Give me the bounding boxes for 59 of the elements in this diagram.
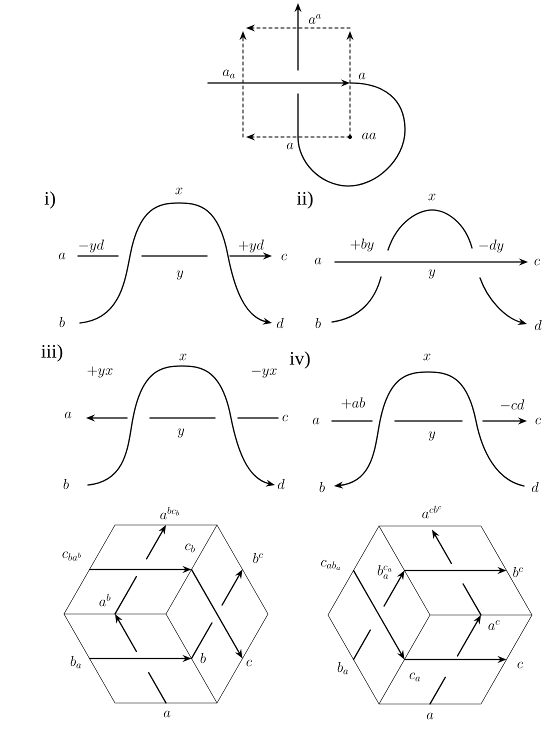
strand-label: $y$ <box>176 270 184 280</box>
panel-number: ii) <box>296 191 313 209</box>
panel-number: iii) <box>41 344 62 362</box>
strand-label: $-yx$ <box>252 368 277 378</box>
strand-label: $b^c$ <box>253 553 263 564</box>
strand-label: $a$ <box>164 710 170 718</box>
strand-label: $a$ <box>312 418 320 424</box>
strand-label: $a_a$ <box>222 70 235 78</box>
strand-label: $y$ <box>428 431 436 441</box>
strand-label: $b_a^{c_a}$ <box>378 565 392 579</box>
panel-number: iv) <box>290 351 310 369</box>
strand-label: $c$ <box>534 258 540 266</box>
strand-label: $b_a$ <box>70 656 82 668</box>
strand-label: $d$ <box>278 479 285 490</box>
strand-label: $y$ <box>178 428 184 438</box>
strand-label: $a$ <box>58 252 66 260</box>
strand-label: $y$ <box>428 269 436 279</box>
strand-label: $c$ <box>536 418 541 424</box>
strand-label: $c$ <box>518 662 523 668</box>
strand-label: $a$ <box>426 712 434 720</box>
strand-label: $+by$ <box>350 238 374 252</box>
strand-label: $x$ <box>179 354 186 360</box>
strand-label: $a$ <box>358 72 366 80</box>
strand-label: $a$ <box>314 258 322 264</box>
strand-label: $b$ <box>64 479 69 490</box>
strand-label: $c_{ab_a}$ <box>321 560 340 570</box>
strand-label: $+yd$ <box>238 240 264 253</box>
strand-label: $c$ <box>282 414 288 422</box>
strand-label: $c_a$ <box>410 672 420 682</box>
strand-label: $a$ <box>286 142 294 150</box>
strand-label: $-yd$ <box>79 240 104 253</box>
strand-label: $d$ <box>532 482 539 492</box>
strand-label: $b^c$ <box>513 567 523 578</box>
strand-label: $+ab$ <box>342 397 365 409</box>
strand-label: $a^{cb^c}$ <box>422 506 442 518</box>
strand-label: $b_a$ <box>338 662 348 674</box>
strand-label: $b$ <box>200 653 206 664</box>
strand-label: $c_{ba^b}$ <box>62 551 81 561</box>
strand-label: $aa$ <box>362 132 376 140</box>
strand-label: $d$ <box>534 320 542 330</box>
strand-label: $a^a$ <box>308 14 321 24</box>
strand-label: $a^b$ <box>99 594 110 606</box>
strand-label: $-cd$ <box>500 399 524 410</box>
strand-label: $+yx$ <box>88 366 113 378</box>
strand-label: $d$ <box>276 318 284 328</box>
strand-label: $c$ <box>246 660 252 666</box>
strand-label: $a$ <box>64 412 72 418</box>
strand-label: $a^{bc_b}$ <box>160 506 180 520</box>
strand-label: $c$ <box>282 254 287 260</box>
strand-label: $-dy$ <box>479 240 504 253</box>
strand-label: $b$ <box>60 317 65 328</box>
strand-label: $x$ <box>428 194 436 200</box>
strand-label: $b$ <box>316 318 321 328</box>
strand-label: $b$ <box>320 482 325 492</box>
panel-number: i) <box>44 191 55 209</box>
strand-label: $a^c$ <box>488 620 500 630</box>
strand-label: $c_b$ <box>185 544 195 552</box>
strand-label: $x$ <box>175 188 182 194</box>
strand-label: $x$ <box>423 354 430 360</box>
